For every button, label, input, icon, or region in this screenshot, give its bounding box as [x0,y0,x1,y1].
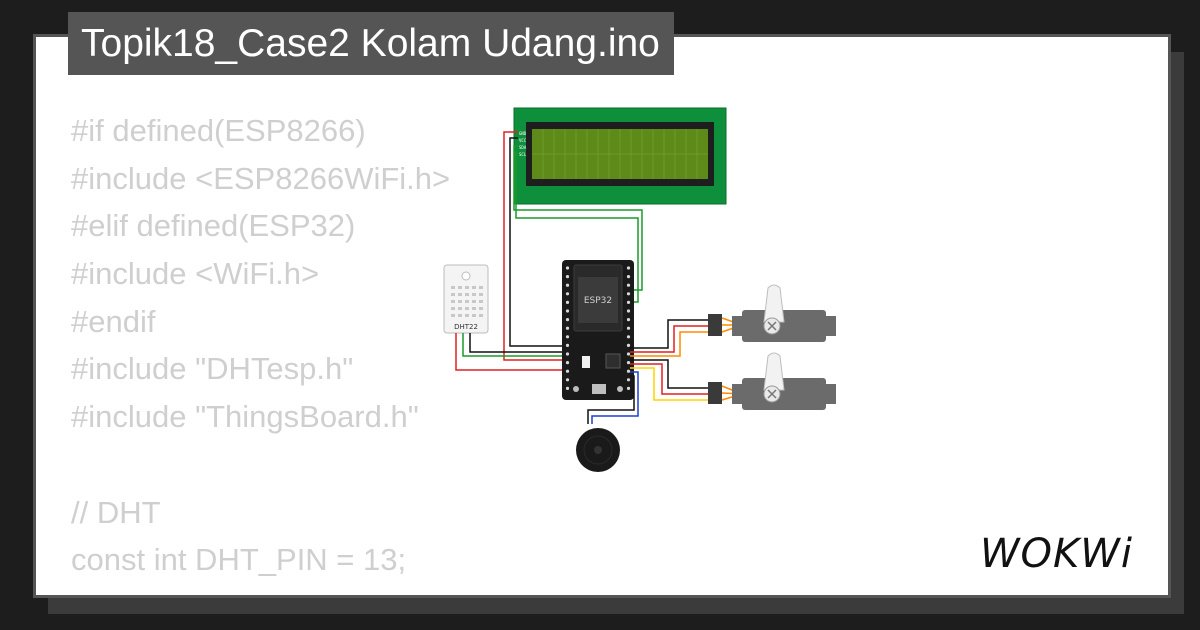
code-line: #include "DHTesp.h" [71,351,354,387]
code-preview: #if defined(ESP8266) #include <ESP8266WiF… [71,107,451,595]
dht22-label: DHT22 [454,323,478,331]
code-line: #if defined(ESP8266) [71,113,366,148]
code-line: #endif [71,303,156,339]
code-line: DHTesp dhtSensor; [71,584,450,595]
code-line: #include <ESP8266WiFi.h> [71,160,451,196]
lcd-wires [503,131,643,361]
dht22-sensor: DHT22 [443,264,566,371]
servo-wires [587,319,708,424]
esp32-board: ESP32 [562,260,634,400]
wokwi-logo: WOKWi [980,531,1133,577]
code-line: // DHT [71,494,161,530]
svg-text:WOKWi: WOKWi [980,531,1133,577]
project-card[interactable]: #if defined(ESP8266) #include <ESP8266WiF… [33,34,1171,598]
servo-motor-2 [708,352,836,410]
page-title: Topik18_Case2 Kolam Udang.ino [68,12,674,75]
code-line: #include <WiFi.h> [71,256,320,292]
code-line [71,441,450,489]
code-line: const int DHT_PIN = 13; [71,542,407,578]
esp32-label: ESP32 [584,296,612,306]
servo-motor-1 [708,284,836,342]
buzzer [576,428,620,472]
code-line: #include "ThingsBoard.h" [71,399,419,435]
code-line: #elif defined(ESP32) [71,208,356,244]
